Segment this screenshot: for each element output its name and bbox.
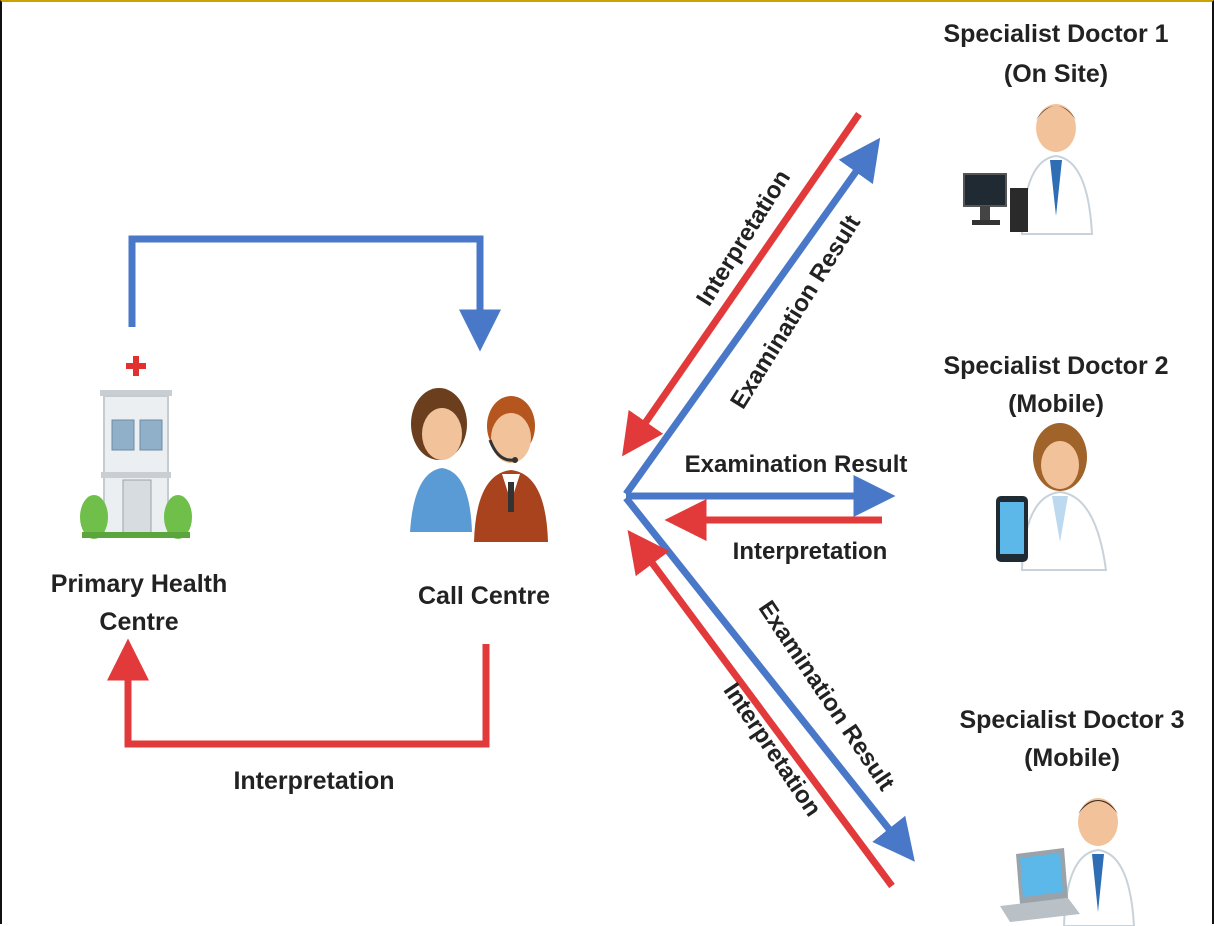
interpretation-label-doctor3: Interpretation <box>718 678 827 821</box>
doctor-laptop-icon <box>1000 798 1136 926</box>
phc-to-call-centre-arrow <box>128 235 501 352</box>
interpretation-arrow-doctor3 <box>627 529 895 889</box>
specialist-doctor-1-label-line2: (On Site) <box>1004 60 1108 88</box>
doctor-desktop-icon <box>963 104 1094 235</box>
primary-health-centre-label-line1: Primary Health <box>51 570 227 598</box>
examination-result-label-doctor2: Examination Result <box>685 451 908 478</box>
doctor-phone-icon <box>996 423 1108 571</box>
specialist-doctor-1-label-line1: Specialist Doctor 1 <box>943 20 1168 48</box>
examination-result-arrow-doctor1 <box>623 137 881 497</box>
interpretation-label-phc: Interpretation <box>233 767 394 795</box>
specialist-doctor-3-label-line1: Specialist Doctor 3 <box>959 706 1184 734</box>
interpretation-arrow-doctor1 <box>622 112 862 457</box>
call-centre-to-phc-arrow <box>107 638 490 748</box>
specialist-doctor-2-label-line2: (Mobile) <box>1008 390 1104 418</box>
examination-result-arrow-doctor3 <box>623 495 915 862</box>
hospital-icon <box>80 356 192 539</box>
specialist-doctor-3-label-line2: (Mobile) <box>1024 744 1120 772</box>
call-centre-agents-icon <box>410 388 548 542</box>
interpretation-label-doctor1: Interpretation <box>691 165 796 310</box>
primary-health-centre-label-line2: Centre <box>99 608 178 636</box>
interpretation-label-doctor2: Interpretation <box>733 538 888 565</box>
specialist-doctor-2-label-line1: Specialist Doctor 2 <box>943 352 1168 380</box>
call-centre-label: Call Centre <box>418 582 550 610</box>
